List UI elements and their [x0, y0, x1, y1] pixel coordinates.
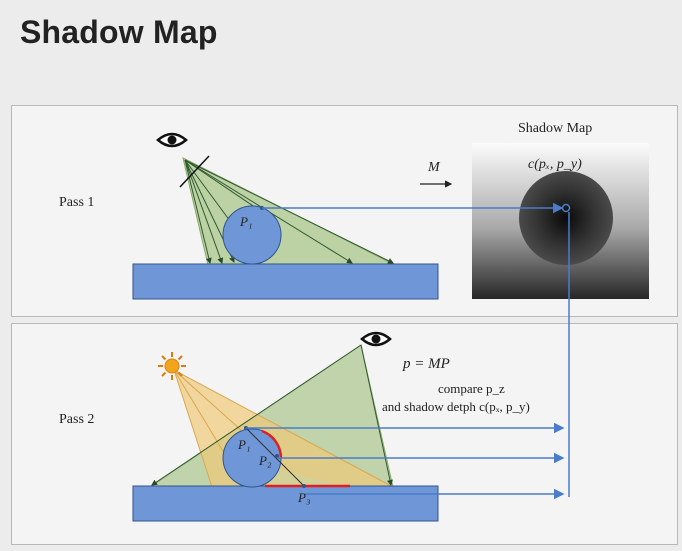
shadow-arc-sphere [261, 429, 283, 459]
compare-line1: compare p_z [438, 381, 505, 396]
page-title: Shadow Map [20, 14, 218, 50]
image-plane-pass1 [179, 155, 210, 188]
eye-icon [156, 132, 188, 148]
lookup-point [561, 203, 571, 213]
sun-icon [158, 352, 186, 380]
eye-icon [360, 331, 392, 347]
pass1-label: Pass 1 [59, 195, 95, 210]
compare-line2: and shadow detph c(pₓ, p_y) [382, 399, 530, 414]
pass2-label: Pass 2 [59, 412, 95, 427]
point-p1-label: P₁ [238, 437, 251, 452]
shadow-region [262, 440, 348, 487]
pass2-scene [132, 331, 565, 522]
pass1-scene [132, 132, 453, 300]
point-p1-label-pass1: P₁ [240, 214, 253, 229]
shadow-map-image [472, 143, 649, 299]
point-p2-label: P₂ [259, 453, 272, 468]
ground-plane-pass2 [132, 485, 439, 522]
ground-plane-pass1 [132, 263, 439, 300]
point-p3-label: P₃ [298, 490, 311, 505]
transform-label: M [428, 160, 440, 175]
projection-equation: p = MP [403, 356, 450, 372]
shadow-map-heading: Shadow Map [518, 121, 593, 136]
sphere-pass1 [222, 205, 282, 265]
shadow-map-lookup-label: c(pₓ, p_y) [528, 157, 582, 172]
